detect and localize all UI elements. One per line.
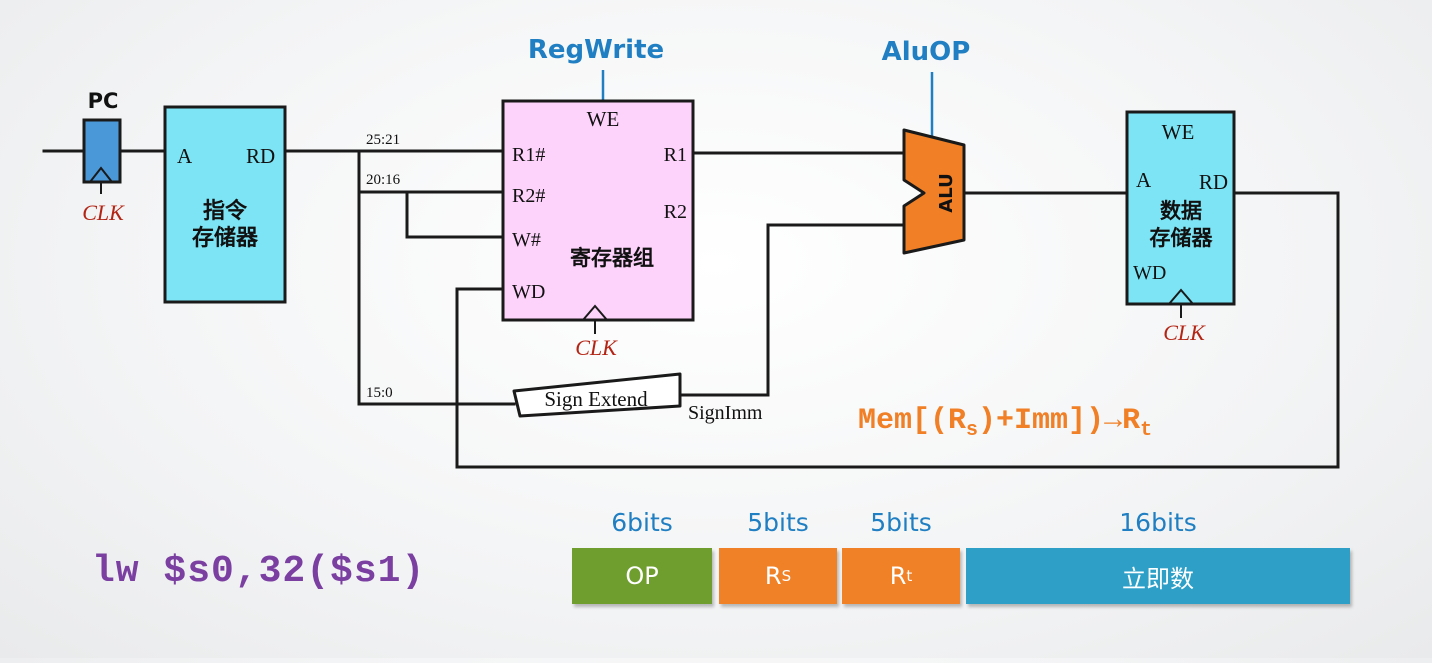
assembly-instruction: lw $s0,32($s1) bbox=[92, 550, 426, 593]
dmem-port-a: A bbox=[1136, 168, 1152, 192]
pc-label: PC bbox=[88, 89, 119, 113]
field-rt-label: R bbox=[889, 562, 907, 590]
sign-extend-block bbox=[512, 372, 682, 418]
bits-imm-label: 15:0 bbox=[366, 385, 393, 401]
regfile-r1-addr: R1# bbox=[512, 144, 545, 166]
field-imm: 立即数 bbox=[966, 548, 1350, 604]
formula-middle: )+Imm]) bbox=[978, 404, 1105, 438]
wires bbox=[42, 149, 1340, 469]
clk-stems bbox=[100, 182, 1182, 334]
wire-writeback bbox=[455, 191, 1340, 469]
signimm-label: SignImm bbox=[688, 402, 763, 424]
regfile-we: WE bbox=[587, 107, 620, 131]
regfile-name: 寄存器组 bbox=[570, 246, 654, 270]
regfile-r2: R2 bbox=[664, 201, 687, 223]
regfile-w-addr: W# bbox=[512, 229, 541, 251]
pc-clk-label: CLK bbox=[82, 200, 125, 225]
alu-label: ALU bbox=[936, 173, 957, 212]
data-memory bbox=[1125, 110, 1236, 306]
dmem-name-line2: 存储器 bbox=[1150, 226, 1214, 250]
bits-rt-label: 20:16 bbox=[366, 172, 401, 188]
field-rt-bits: 5bits bbox=[870, 508, 932, 537]
regfile-clk-symbol bbox=[582, 304, 608, 321]
dmem-clk-label: CLK bbox=[1163, 320, 1206, 345]
dmem-wd: WD bbox=[1133, 262, 1166, 284]
formula-arrow: → bbox=[1104, 404, 1123, 438]
imem-name-line1: 指令 bbox=[203, 198, 248, 224]
field-rs-sub: S bbox=[781, 567, 792, 585]
bits-rs-label: 25:21 bbox=[366, 132, 400, 148]
formula-rt-sub: t bbox=[1140, 419, 1153, 442]
field-rs-label: R bbox=[764, 562, 782, 590]
regfile-clk-label: CLK bbox=[575, 335, 618, 360]
dmem-port-rd: RD bbox=[1199, 170, 1228, 194]
field-op-bits: 6bits bbox=[611, 508, 673, 537]
formula-rs-sub: s bbox=[966, 419, 979, 442]
regfile-wd: WD bbox=[512, 281, 545, 303]
field-imm-bits: 16bits bbox=[1119, 508, 1197, 537]
control-wires bbox=[601, 70, 934, 140]
wire-rt-to-waddr bbox=[405, 190, 505, 239]
field-rs-bits: 5bits bbox=[747, 508, 809, 537]
pc-clk-symbol bbox=[89, 166, 113, 183]
aluop-label: AluOP bbox=[882, 37, 971, 67]
imem-name-line2: 存储器 bbox=[192, 225, 259, 251]
formula-dest: R bbox=[1122, 404, 1141, 438]
field-op-label: OP bbox=[625, 562, 659, 590]
sign-extend-label: Sign Extend bbox=[544, 387, 648, 411]
imem-port-rd: RD bbox=[246, 144, 275, 168]
imem-port-a: A bbox=[177, 144, 193, 168]
alu-block bbox=[902, 128, 966, 255]
dmem-clk-symbol bbox=[1168, 288, 1194, 305]
register-file bbox=[501, 99, 695, 322]
dmem-we: WE bbox=[1162, 120, 1195, 144]
field-op: OP bbox=[572, 548, 712, 604]
instruction-memory bbox=[163, 105, 287, 304]
regfile-r2-addr: R2# bbox=[512, 185, 545, 207]
operation-formula: Mem[(Rs)+Imm])→Rt bbox=[858, 404, 1152, 442]
pc-register bbox=[82, 118, 122, 184]
dmem-name-line1: 数据 bbox=[1160, 199, 1202, 223]
field-imm-label: 立即数 bbox=[1122, 564, 1194, 593]
field-rt-sub: t bbox=[906, 567, 913, 585]
wire-signimm-to-alu bbox=[678, 223, 906, 397]
formula-prefix: Mem[(R bbox=[858, 404, 967, 438]
regfile-r1: R1 bbox=[664, 144, 687, 166]
regwrite-label: RegWrite bbox=[528, 35, 664, 65]
